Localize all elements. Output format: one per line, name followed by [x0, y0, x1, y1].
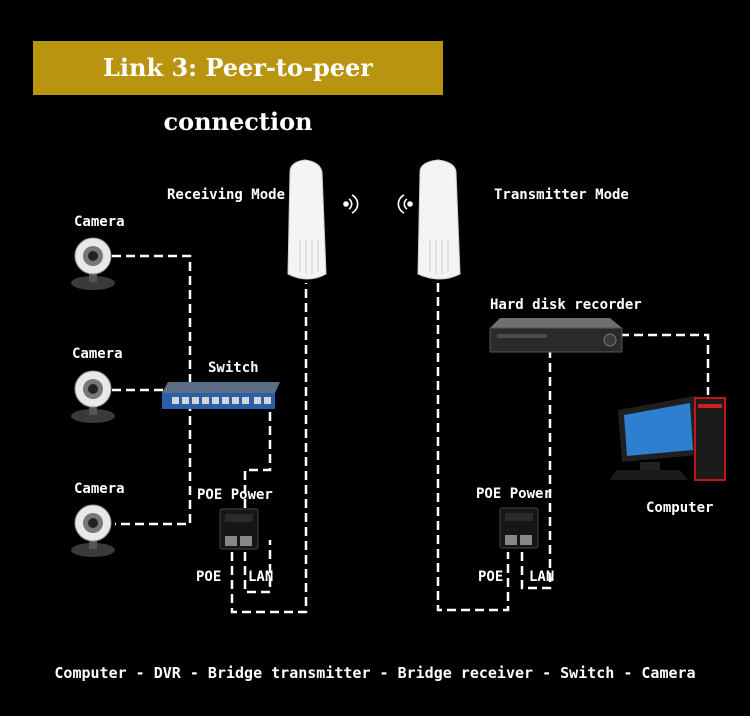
lan-port-left-label: LAN: [248, 569, 274, 585]
wifi-wave-left-icon: [397, 194, 413, 214]
page-title: Link 3: Peer-to-peer connection: [103, 53, 373, 136]
dashed-wires: [112, 254, 710, 614]
wire-lan-right-to-dvr: [520, 345, 552, 590]
camera-1-icon: [71, 237, 115, 290]
wire-transmitter-to-poe: [436, 283, 510, 612]
receiver-bridge-device: [287, 159, 327, 280]
title-banner: Link 3: Peer-to-peer connection: [33, 41, 443, 136]
camera-3-label: Camera: [74, 481, 125, 497]
wire-lan-left: [243, 540, 272, 594]
poe-injector-right-icon: [499, 507, 539, 549]
camera-3-icon: [71, 504, 115, 557]
hard-disk-recorder-label: Hard disk recorder: [490, 297, 642, 313]
camera-2-icon: [71, 370, 115, 423]
wire-dvr-to-computer: [620, 333, 710, 395]
poe-power-right-label: POE Power: [476, 486, 552, 502]
wifi-wave-right-icon: [343, 194, 359, 214]
poe-injector-left-icon: [219, 508, 259, 550]
transmitter-mode-label: Transmitter Mode: [494, 187, 629, 203]
receiving-mode-label: Receiving Mode: [167, 187, 286, 203]
transmitter-bridge-device: [417, 159, 461, 280]
network-switch-icon: [162, 382, 280, 409]
poe-power-left-label: POE Power: [197, 487, 273, 503]
camera-2-label: Camera: [72, 346, 123, 362]
camera-1-label: Camera: [74, 214, 125, 230]
wire-switch-to-poe: [243, 412, 272, 525]
computer-label: Computer: [646, 500, 714, 516]
computer-icon: [610, 396, 726, 481]
wire-poe-to-receiver: [230, 283, 308, 614]
connection-chain-caption: Computer - DVR - Bridge transmitter - Br…: [54, 664, 696, 682]
hard-disk-recorder-icon: [489, 318, 623, 353]
poe-port-left-label: POE: [196, 569, 222, 585]
lan-port-right-label: LAN: [529, 569, 555, 585]
switch-label: Switch: [208, 360, 259, 376]
poe-port-right-label: POE: [478, 569, 504, 585]
